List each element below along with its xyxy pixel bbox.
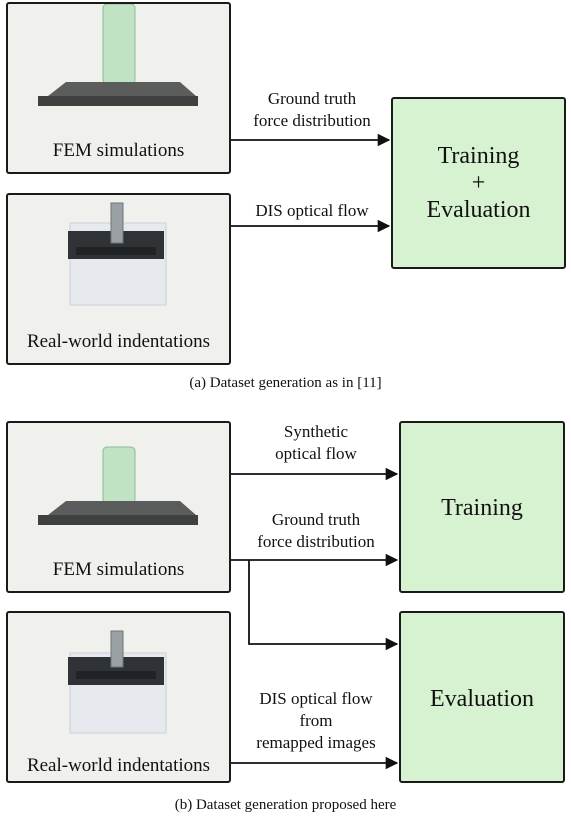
- training-box: Training: [399, 421, 565, 593]
- edge-label-dis-b-line1: DIS optical flow: [259, 689, 373, 708]
- real-indentations-label-a: Real-world indentations: [26, 331, 211, 352]
- edge-label-synthetic-line2: optical flow: [275, 444, 357, 463]
- fem-simulations-box-b: FEM simulations: [6, 421, 231, 593]
- evaluation-label: Evaluation: [430, 686, 534, 712]
- edge-label-dis-b: DIS optical flow from remapped images: [232, 688, 400, 754]
- fem-sensor-illustration-a: [38, 4, 198, 106]
- real-indentations-box-b: Real-world indentations: [6, 611, 231, 783]
- fem-sensor-illustration-b: [38, 446, 198, 525]
- edge-label-dis-b-line3: remapped images: [256, 733, 376, 752]
- edge-label-ground-truth-b-line1: Ground truth: [271, 510, 361, 529]
- real-indentations-label-b: Real-world indentations: [26, 755, 211, 776]
- training-label: Training: [441, 495, 523, 521]
- edge-label-dis-a: DIS optical flow: [255, 201, 369, 220]
- real-sensor-illustration-b: [68, 630, 167, 734]
- arrow-ground-truth-to-evaluation: [248, 560, 399, 651]
- fem-simulations-label-a: FEM simulations: [52, 140, 185, 161]
- edge-label-synthetic-line1: Synthetic: [283, 422, 349, 441]
- training-evaluation-box: Training + Evaluation: [391, 97, 566, 269]
- fem-simulations-box-a: FEM simulations: [6, 2, 231, 174]
- caption-a: (a) Dataset generation as in [11]: [189, 375, 382, 391]
- edge-label-synthetic: Synthetic optical flow: [232, 421, 400, 465]
- edge-label-ground-truth-a: Ground truth force distribution: [232, 88, 392, 132]
- edge-label-ground-truth-a-line1: Ground truth: [267, 89, 357, 108]
- edge-label-dis-b-line2: from: [299, 711, 333, 730]
- edge-label-ground-truth-b: Ground truth force distribution: [232, 509, 400, 553]
- edge-label-ground-truth-a-line2: force distribution: [253, 111, 371, 130]
- fem-simulations-label-b: FEM simulations: [52, 559, 185, 580]
- edge-label-ground-truth-b-line2: force distribution: [257, 532, 375, 551]
- training-evaluation-line1: Training: [437, 143, 520, 169]
- real-indentations-box-a: Real-world indentations: [6, 193, 231, 365]
- real-sensor-illustration-a: [68, 202, 167, 306]
- evaluation-box: Evaluation: [399, 611, 565, 783]
- training-evaluation-line2: +: [471, 170, 486, 196]
- training-evaluation-line3: Evaluation: [426, 197, 531, 223]
- caption-b: (b) Dataset generation proposed here: [174, 797, 397, 813]
